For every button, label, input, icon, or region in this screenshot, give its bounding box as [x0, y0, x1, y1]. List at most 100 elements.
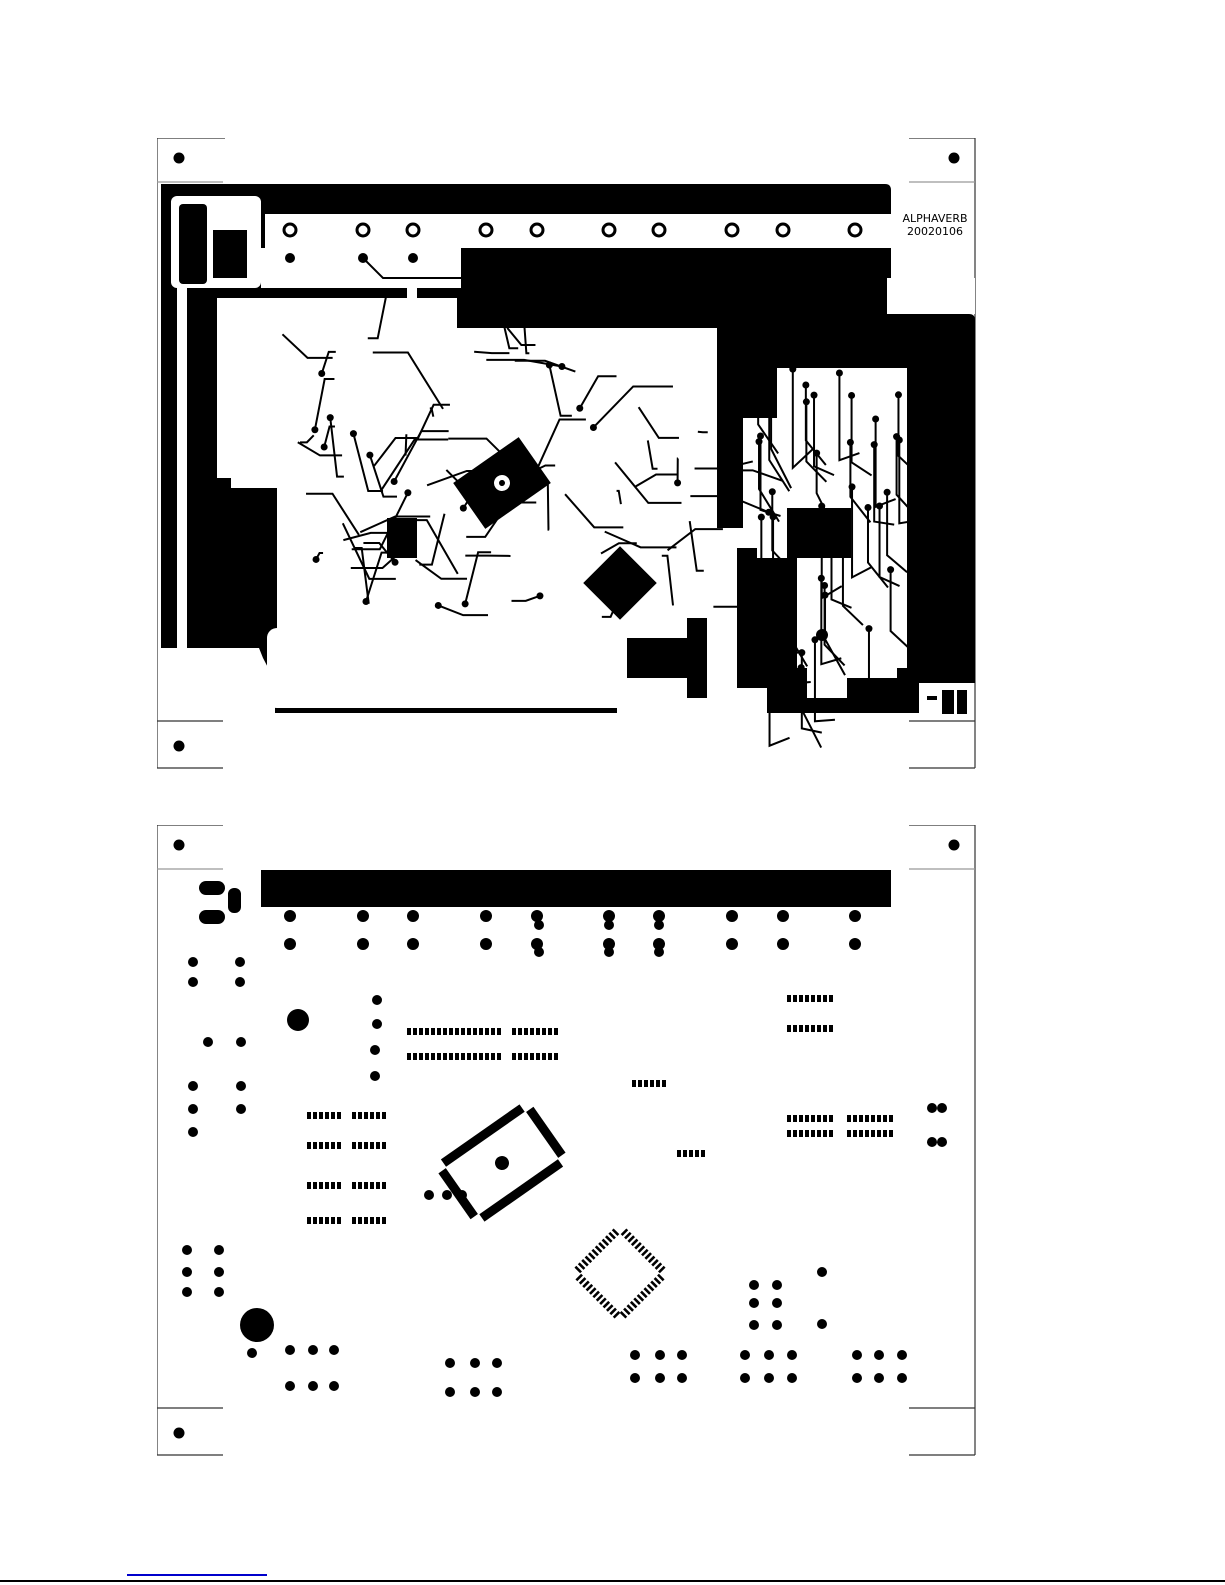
trace	[646, 440, 658, 470]
trace	[634, 473, 678, 488]
pad	[352, 1142, 356, 1149]
pad	[591, 1248, 599, 1257]
connector-pads	[284, 910, 861, 950]
via-pad	[329, 1345, 339, 1355]
fiducial-tr	[948, 152, 960, 164]
pad	[849, 910, 861, 922]
trace	[300, 434, 315, 444]
pad	[425, 1053, 429, 1060]
trace	[532, 418, 586, 479]
pad	[319, 1142, 323, 1149]
trace	[820, 578, 842, 666]
pad	[817, 1115, 821, 1122]
paste-artwork	[157, 825, 976, 1456]
pad	[449, 1028, 453, 1035]
pad	[382, 1217, 386, 1224]
via	[870, 441, 878, 449]
via-pad	[182, 1267, 192, 1277]
via-pad	[235, 977, 245, 987]
via	[821, 581, 829, 589]
trace	[805, 401, 828, 483]
pad	[829, 1025, 833, 1032]
via-pad	[445, 1358, 455, 1368]
via-pad	[677, 1350, 687, 1360]
pad	[612, 1311, 621, 1319]
pad	[575, 1273, 583, 1282]
pad	[646, 1283, 655, 1292]
pad	[601, 1238, 610, 1247]
pad	[787, 1115, 791, 1122]
via	[349, 430, 357, 438]
trace	[466, 508, 506, 538]
ic-dsp	[453, 437, 551, 529]
trace	[414, 559, 468, 580]
pad	[823, 1130, 827, 1137]
trace	[437, 604, 489, 617]
pad	[647, 1255, 656, 1264]
pad	[799, 1025, 803, 1032]
via-pad	[740, 1350, 750, 1360]
pad	[370, 1142, 374, 1149]
trace	[895, 436, 918, 518]
pad	[382, 1142, 386, 1149]
pad	[640, 1290, 648, 1299]
trace	[372, 351, 444, 410]
pad	[656, 1080, 660, 1087]
via-pad	[874, 1373, 884, 1383]
pad	[313, 1217, 317, 1224]
trace	[866, 507, 889, 589]
pcb-paste-layer	[157, 825, 976, 1457]
pad	[817, 1025, 821, 1032]
via-pad	[677, 1373, 687, 1383]
pad	[683, 1150, 687, 1157]
pad	[413, 1028, 417, 1035]
pad	[823, 1025, 827, 1032]
via	[472, 485, 480, 493]
pad	[630, 1238, 639, 1247]
via-pad	[188, 957, 198, 967]
pad	[542, 1028, 546, 1035]
pad	[491, 1053, 495, 1060]
pad	[650, 1080, 654, 1087]
pad	[865, 1130, 869, 1137]
pad	[653, 938, 665, 950]
pad	[602, 1300, 611, 1309]
trace	[354, 546, 370, 604]
via-pad	[442, 1190, 452, 1200]
via-pad	[749, 1320, 759, 1330]
via	[827, 524, 835, 532]
pad	[581, 1258, 589, 1267]
trace	[731, 257, 840, 308]
via	[312, 555, 320, 563]
trace	[352, 433, 384, 493]
pad	[578, 1277, 587, 1285]
pad	[638, 1080, 642, 1087]
via	[818, 502, 826, 510]
trace	[768, 411, 791, 492]
pad	[777, 938, 789, 950]
via	[767, 404, 775, 412]
pad	[497, 1053, 501, 1060]
via	[802, 398, 810, 406]
pad	[634, 1242, 642, 1250]
pad	[847, 1130, 851, 1137]
pad	[337, 1112, 341, 1119]
via	[461, 600, 469, 608]
pad	[352, 1112, 356, 1119]
pad	[883, 1115, 887, 1122]
footer-link[interactable]	[127, 1574, 267, 1576]
trace	[511, 594, 541, 602]
via	[810, 391, 818, 399]
trace	[350, 539, 415, 570]
pad	[536, 1028, 540, 1035]
trace	[789, 602, 811, 685]
pad	[641, 1248, 649, 1257]
via-pad	[749, 1298, 759, 1308]
trace	[851, 486, 873, 580]
trace	[393, 430, 449, 482]
pad	[823, 995, 827, 1002]
pcb-copper-layer: ALPHAVERB 20020106	[157, 138, 976, 770]
pad	[370, 1182, 374, 1189]
board-date: 20020106	[907, 225, 963, 238]
board-name: ALPHAVERB	[902, 212, 968, 225]
